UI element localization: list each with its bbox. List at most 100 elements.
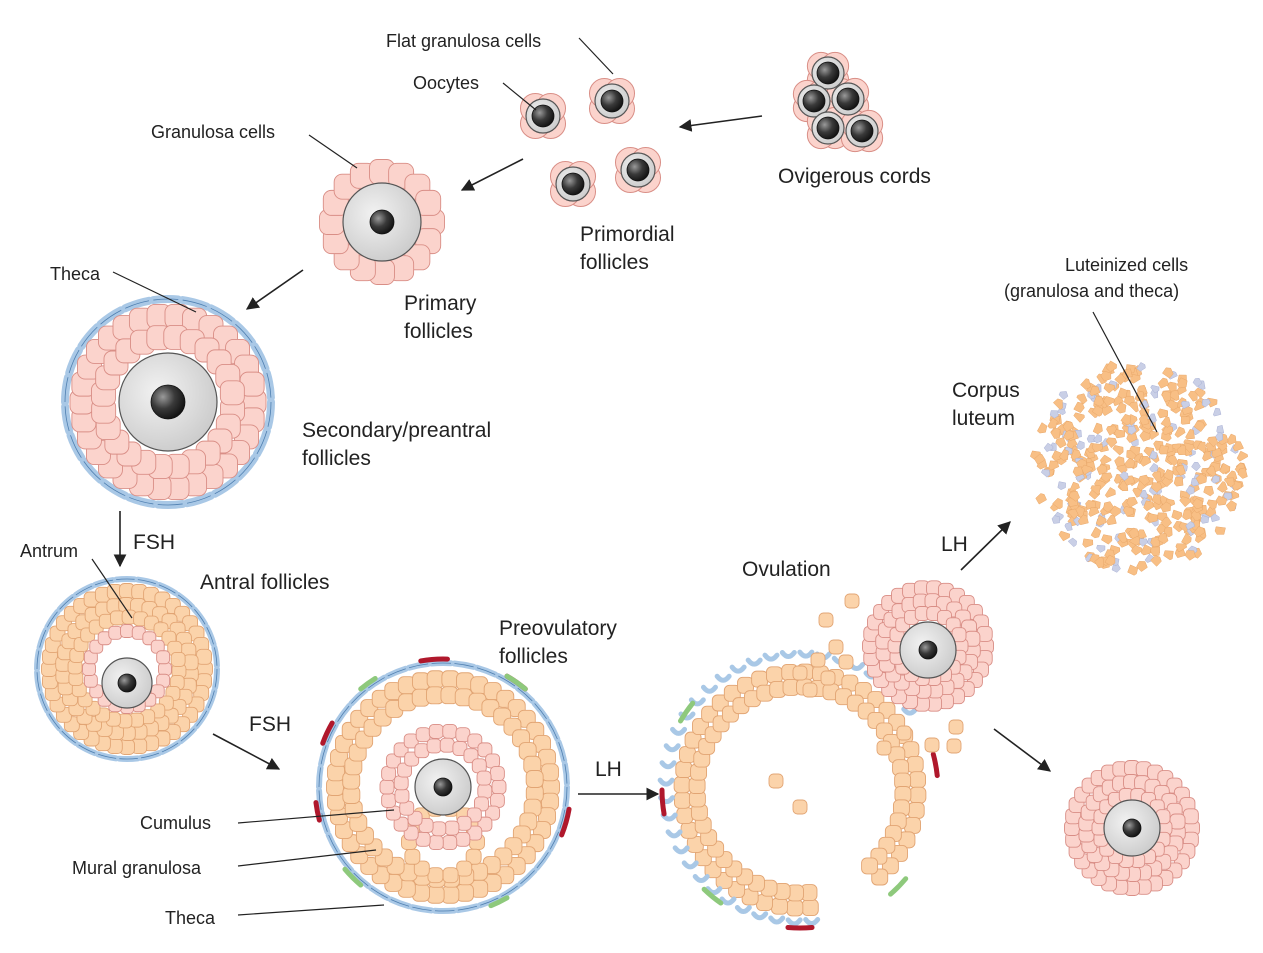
theca-cell-outline bbox=[256, 430, 268, 455]
luteinized-granulosa-cell bbox=[1223, 477, 1235, 488]
theca-cell-outline bbox=[206, 626, 214, 645]
cumulus-cell bbox=[385, 753, 401, 769]
label-granulosa-cells: Granulosa cells bbox=[151, 122, 275, 142]
luteinized-granulosa-cell bbox=[1176, 377, 1188, 389]
theca-red-cell bbox=[418, 656, 450, 664]
oocyte-nucleus bbox=[433, 777, 453, 797]
luteinized-granulosa-cell bbox=[1205, 465, 1217, 477]
released-granulosa-cell bbox=[818, 612, 834, 628]
luteinized-granulosa-cell bbox=[1105, 437, 1118, 449]
mural-granulosa-cell bbox=[673, 791, 691, 809]
luteinized-granulosa-cell bbox=[1100, 370, 1112, 382]
mural-granulosa-cell bbox=[909, 786, 927, 804]
luteinized-theca-cell bbox=[1136, 362, 1146, 372]
released-granulosa-cell bbox=[828, 639, 844, 655]
luteinized-granulosa-cell bbox=[1175, 464, 1186, 476]
luteinized-theca-cell bbox=[1096, 544, 1106, 553]
theca-cell-outline bbox=[266, 372, 272, 398]
luteinized-theca-cell bbox=[1185, 521, 1196, 531]
arrow-primary-to-secondary bbox=[245, 269, 304, 310]
luteinized-granulosa-cell bbox=[1225, 500, 1237, 512]
theca-cell-outline bbox=[339, 854, 352, 871]
cumulus-cell bbox=[491, 779, 507, 795]
theca-cell-outline bbox=[119, 757, 138, 760]
theca-cell bbox=[762, 652, 780, 662]
label-primary-line2: follicles bbox=[404, 320, 473, 343]
luteinized-granulosa-cell bbox=[1181, 533, 1192, 545]
oocyte-nucleus bbox=[369, 209, 395, 235]
theca-cell-outline bbox=[180, 728, 195, 742]
cumulus-cell bbox=[431, 821, 447, 837]
luteinized-granulosa-cell bbox=[1232, 441, 1244, 452]
luteinized-granulosa-cell bbox=[1162, 424, 1174, 436]
luteinized-granulosa-cell bbox=[1120, 413, 1131, 426]
luteinized-granulosa-cell bbox=[1091, 405, 1103, 417]
cumulus-cell bbox=[415, 727, 431, 743]
theca-cell-outline bbox=[337, 705, 350, 722]
luteinized-granulosa-cell bbox=[1151, 471, 1162, 483]
released-oocyte-complex-lower bbox=[1064, 760, 1200, 896]
luteinized-granulosa-cell bbox=[1082, 538, 1094, 548]
theca-cell-outline bbox=[390, 899, 410, 907]
theca-cell-outline bbox=[351, 689, 366, 704]
primary-follicle bbox=[319, 159, 445, 285]
preovulatory-follicle bbox=[313, 656, 572, 914]
theca-cell-outline bbox=[238, 457, 255, 478]
theca-cell-outline bbox=[267, 401, 272, 427]
theca-cell-outline bbox=[549, 831, 559, 850]
released-granulosa-cell bbox=[924, 737, 940, 753]
luteinized-granulosa-cell bbox=[1090, 526, 1102, 539]
label-cumulus: Cumulus bbox=[140, 813, 211, 833]
luteinized-theca-cell bbox=[1043, 442, 1054, 453]
luteinized-granulosa-cell bbox=[1103, 501, 1115, 513]
theca-red-cell bbox=[313, 800, 322, 823]
luteinized-granulosa-cell bbox=[1193, 400, 1205, 412]
theca-cell-outline bbox=[387, 668, 406, 677]
mural-granulosa-cell bbox=[679, 746, 696, 763]
luteinized-granulosa-cell bbox=[1058, 449, 1069, 461]
luteinized-granulosa-cell bbox=[1085, 499, 1097, 510]
theca-cell bbox=[779, 650, 797, 659]
theca-cell-outline bbox=[434, 910, 455, 912]
cumulus-cell bbox=[489, 792, 505, 808]
cumulus-cell bbox=[476, 770, 492, 786]
theca-cell-outline bbox=[501, 885, 518, 897]
theca-cell-outline bbox=[328, 834, 338, 853]
cumulus-cell bbox=[444, 820, 460, 836]
luteinized-granulosa-cell bbox=[1036, 422, 1048, 434]
luteinized-granulosa-cell bbox=[1143, 500, 1155, 512]
luteinized-theca-cell bbox=[1211, 474, 1220, 484]
cumulus-cell bbox=[393, 742, 409, 758]
oocyte-nucleus bbox=[1122, 818, 1142, 838]
luteinized-granulosa-cell bbox=[1202, 451, 1214, 462]
luteinized-theca-cell bbox=[1150, 384, 1160, 394]
luteinized-granulosa-cell bbox=[1157, 408, 1168, 419]
theca-cell bbox=[751, 911, 769, 921]
theca-cell bbox=[659, 760, 677, 770]
luteinized-granulosa-cell bbox=[1150, 482, 1163, 493]
theca-cell-outline bbox=[81, 326, 98, 347]
theca-cell bbox=[700, 684, 718, 694]
luteinized-granulosa-cell bbox=[1169, 390, 1180, 401]
theca-cell-outline bbox=[207, 690, 215, 709]
luteinized-granulosa-cell bbox=[1215, 495, 1228, 506]
released-granulosa-cell bbox=[768, 773, 784, 789]
luteinized-granulosa-cell bbox=[1175, 543, 1188, 553]
cumulus-cell bbox=[1182, 808, 1199, 825]
theca-cell bbox=[672, 845, 690, 855]
theca-cell-outline bbox=[36, 650, 40, 670]
luteinized-granulosa-cell bbox=[1067, 508, 1079, 520]
luteinized-granulosa-cell bbox=[1033, 453, 1046, 465]
released-granulosa-cell bbox=[948, 719, 964, 735]
luteinized-granulosa-cell bbox=[1047, 417, 1058, 429]
luteinized-granulosa-cell bbox=[1109, 505, 1121, 518]
label-preovulatory-line1: Preovulatory bbox=[499, 617, 617, 640]
luteinized-granulosa-cell bbox=[1096, 464, 1108, 476]
theca-cell bbox=[670, 726, 688, 736]
theca-cell-outline bbox=[194, 609, 206, 625]
theca-cell-outline bbox=[186, 495, 211, 504]
theca-cell-outline bbox=[558, 742, 565, 761]
oocyte-nucleus bbox=[836, 87, 860, 111]
mural-granulosa-cell bbox=[170, 652, 186, 667]
